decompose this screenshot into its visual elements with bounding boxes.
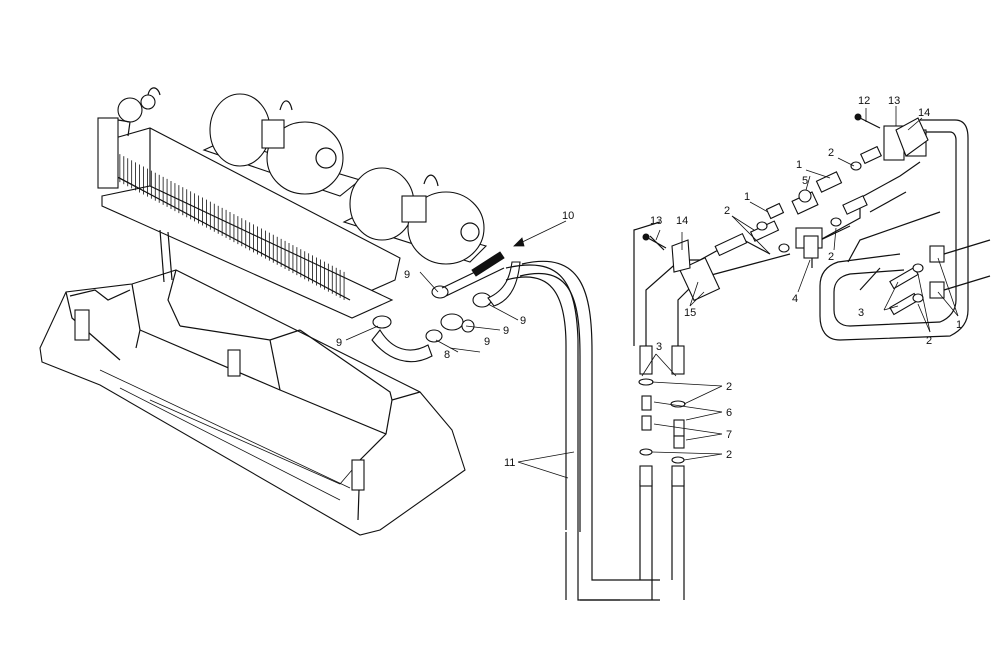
blower-motor-upper [202,93,362,197]
heater-hose-fittings [371,251,521,363]
callout-2-c: 2 [724,205,730,217]
heater-core-assembly [97,87,401,319]
leader-lines [345,106,959,479]
callout-9-right: 9 [520,315,526,327]
callout-6: 6 [726,407,732,419]
callout-9-lower: 9 [484,336,490,348]
callout-3-right: 3 [858,307,864,319]
callout-2-a: 2 [726,381,732,393]
callout-2-e: 2 [828,251,834,263]
callout-9-upper: 9 [404,269,410,281]
pipe-assembly-right [795,117,991,341]
bolt-upper [854,113,881,129]
callout-15-left: 15 [684,307,696,319]
callout-12: 11 [504,457,515,469]
bolt-lower [642,233,667,249]
callout-11: 10 [562,210,574,222]
callout-2-f: 2 [926,335,932,347]
callout-10: 9 [503,325,509,337]
callout-1-c: 1 [956,319,962,331]
callout-1-b: 1 [796,159,802,171]
callout-13-left: 13 [650,215,662,227]
heater-hoses [505,260,660,601]
callout-labels: 10 9 9 8 9 9 9 11 3 2 6 7 2 15 13 14 2 1… [336,95,962,469]
callout-2-b: 2 [726,449,732,461]
callout-14-left: 14 [676,215,688,227]
callout-8: 8 [444,349,450,361]
callout-4: 4 [792,293,798,305]
callout-1-a: 1 [744,191,750,203]
callout-7: 7 [726,429,732,441]
callout-13-right: 12 [858,95,870,107]
callout-5: 5 [802,175,808,187]
blower-motor-lower [342,167,488,265]
callout-3-left: 3 [656,341,662,353]
callout-15-right: 14 [918,107,930,119]
pipe-assembly-left [633,189,819,600]
callout-2-d: 2 [828,147,834,159]
callout-9-left: 9 [336,337,342,349]
callout-14-right: 13 [888,95,900,107]
air-conditioner-housing [39,229,466,536]
